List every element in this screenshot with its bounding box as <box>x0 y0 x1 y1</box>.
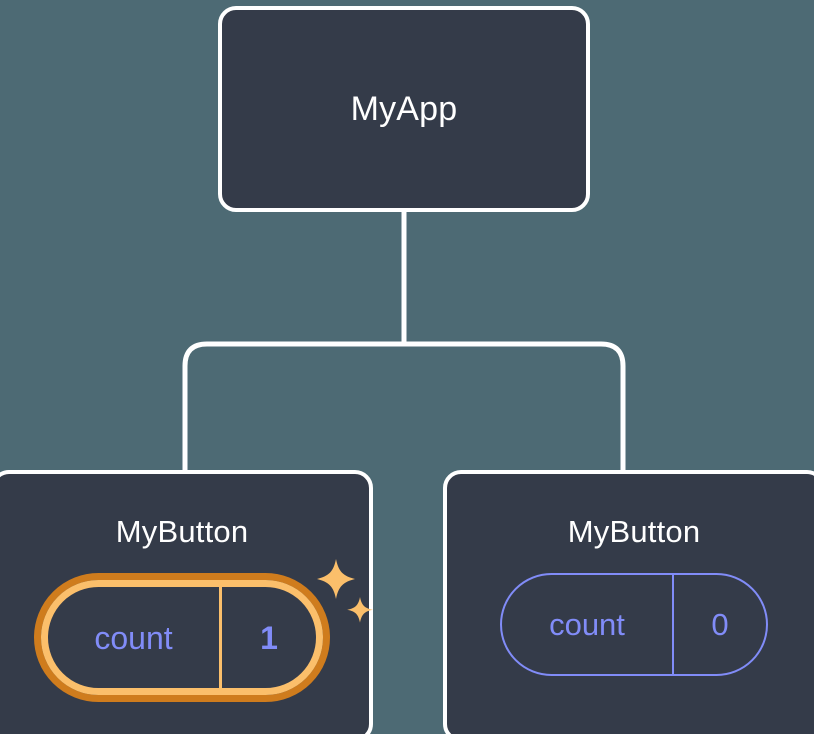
state-pill-right-wrapper: count 0 <box>500 573 768 676</box>
state-value-right: 0 <box>711 607 729 642</box>
sparkle-small-icon <box>347 597 373 623</box>
node-myapp[interactable]: MyApp <box>218 6 590 212</box>
node-myapp-title: MyApp <box>350 90 458 128</box>
state-pill-left-wrapper: count 1 <box>34 559 373 702</box>
connector-branch <box>182 341 626 474</box>
state-pill-left-inner-ring: count 1 <box>41 580 323 695</box>
node-mybutton-right[interactable]: MyButton count 0 <box>443 470 814 734</box>
node-mybutton-left[interactable]: MyButton count 1 <box>0 470 373 734</box>
state-pill-right[interactable]: count 0 <box>500 573 768 676</box>
node-mybutton-right-title: MyButton <box>567 514 701 549</box>
state-value-left: 1 <box>260 619 278 656</box>
state-key-left: count <box>48 587 222 688</box>
sparkle-large-icon <box>317 559 355 599</box>
state-key-right: count <box>502 575 674 674</box>
state-pill-left[interactable]: count 1 <box>34 573 330 702</box>
node-mybutton-left-title: MyButton <box>115 514 249 549</box>
